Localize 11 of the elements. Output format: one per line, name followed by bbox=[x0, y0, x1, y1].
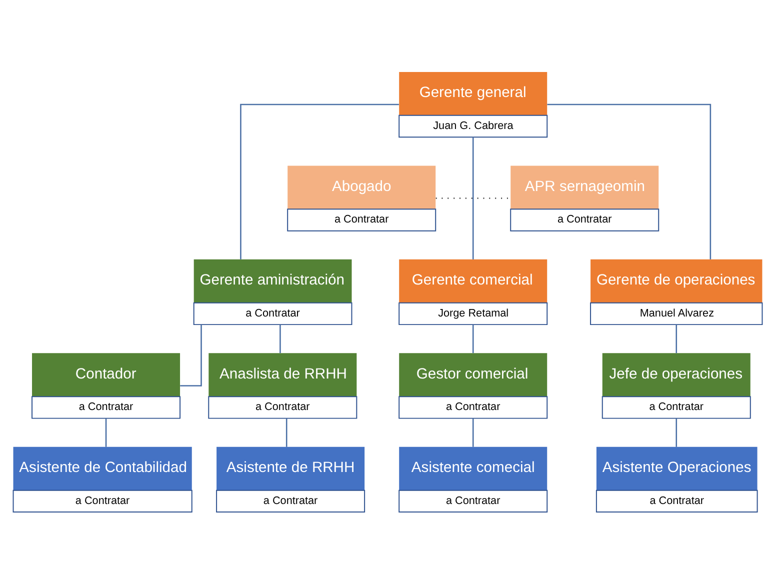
connector bbox=[240, 104, 399, 260]
connector bbox=[286, 418, 288, 447]
connector bbox=[280, 324, 281, 354]
connector bbox=[676, 324, 678, 354]
connector bbox=[472, 324, 474, 354]
connector bbox=[547, 104, 712, 260]
connector bbox=[676, 418, 678, 447]
connector bbox=[105, 418, 107, 447]
connector bbox=[472, 137, 474, 260]
connector bbox=[180, 324, 202, 386]
connector bbox=[472, 418, 474, 447]
